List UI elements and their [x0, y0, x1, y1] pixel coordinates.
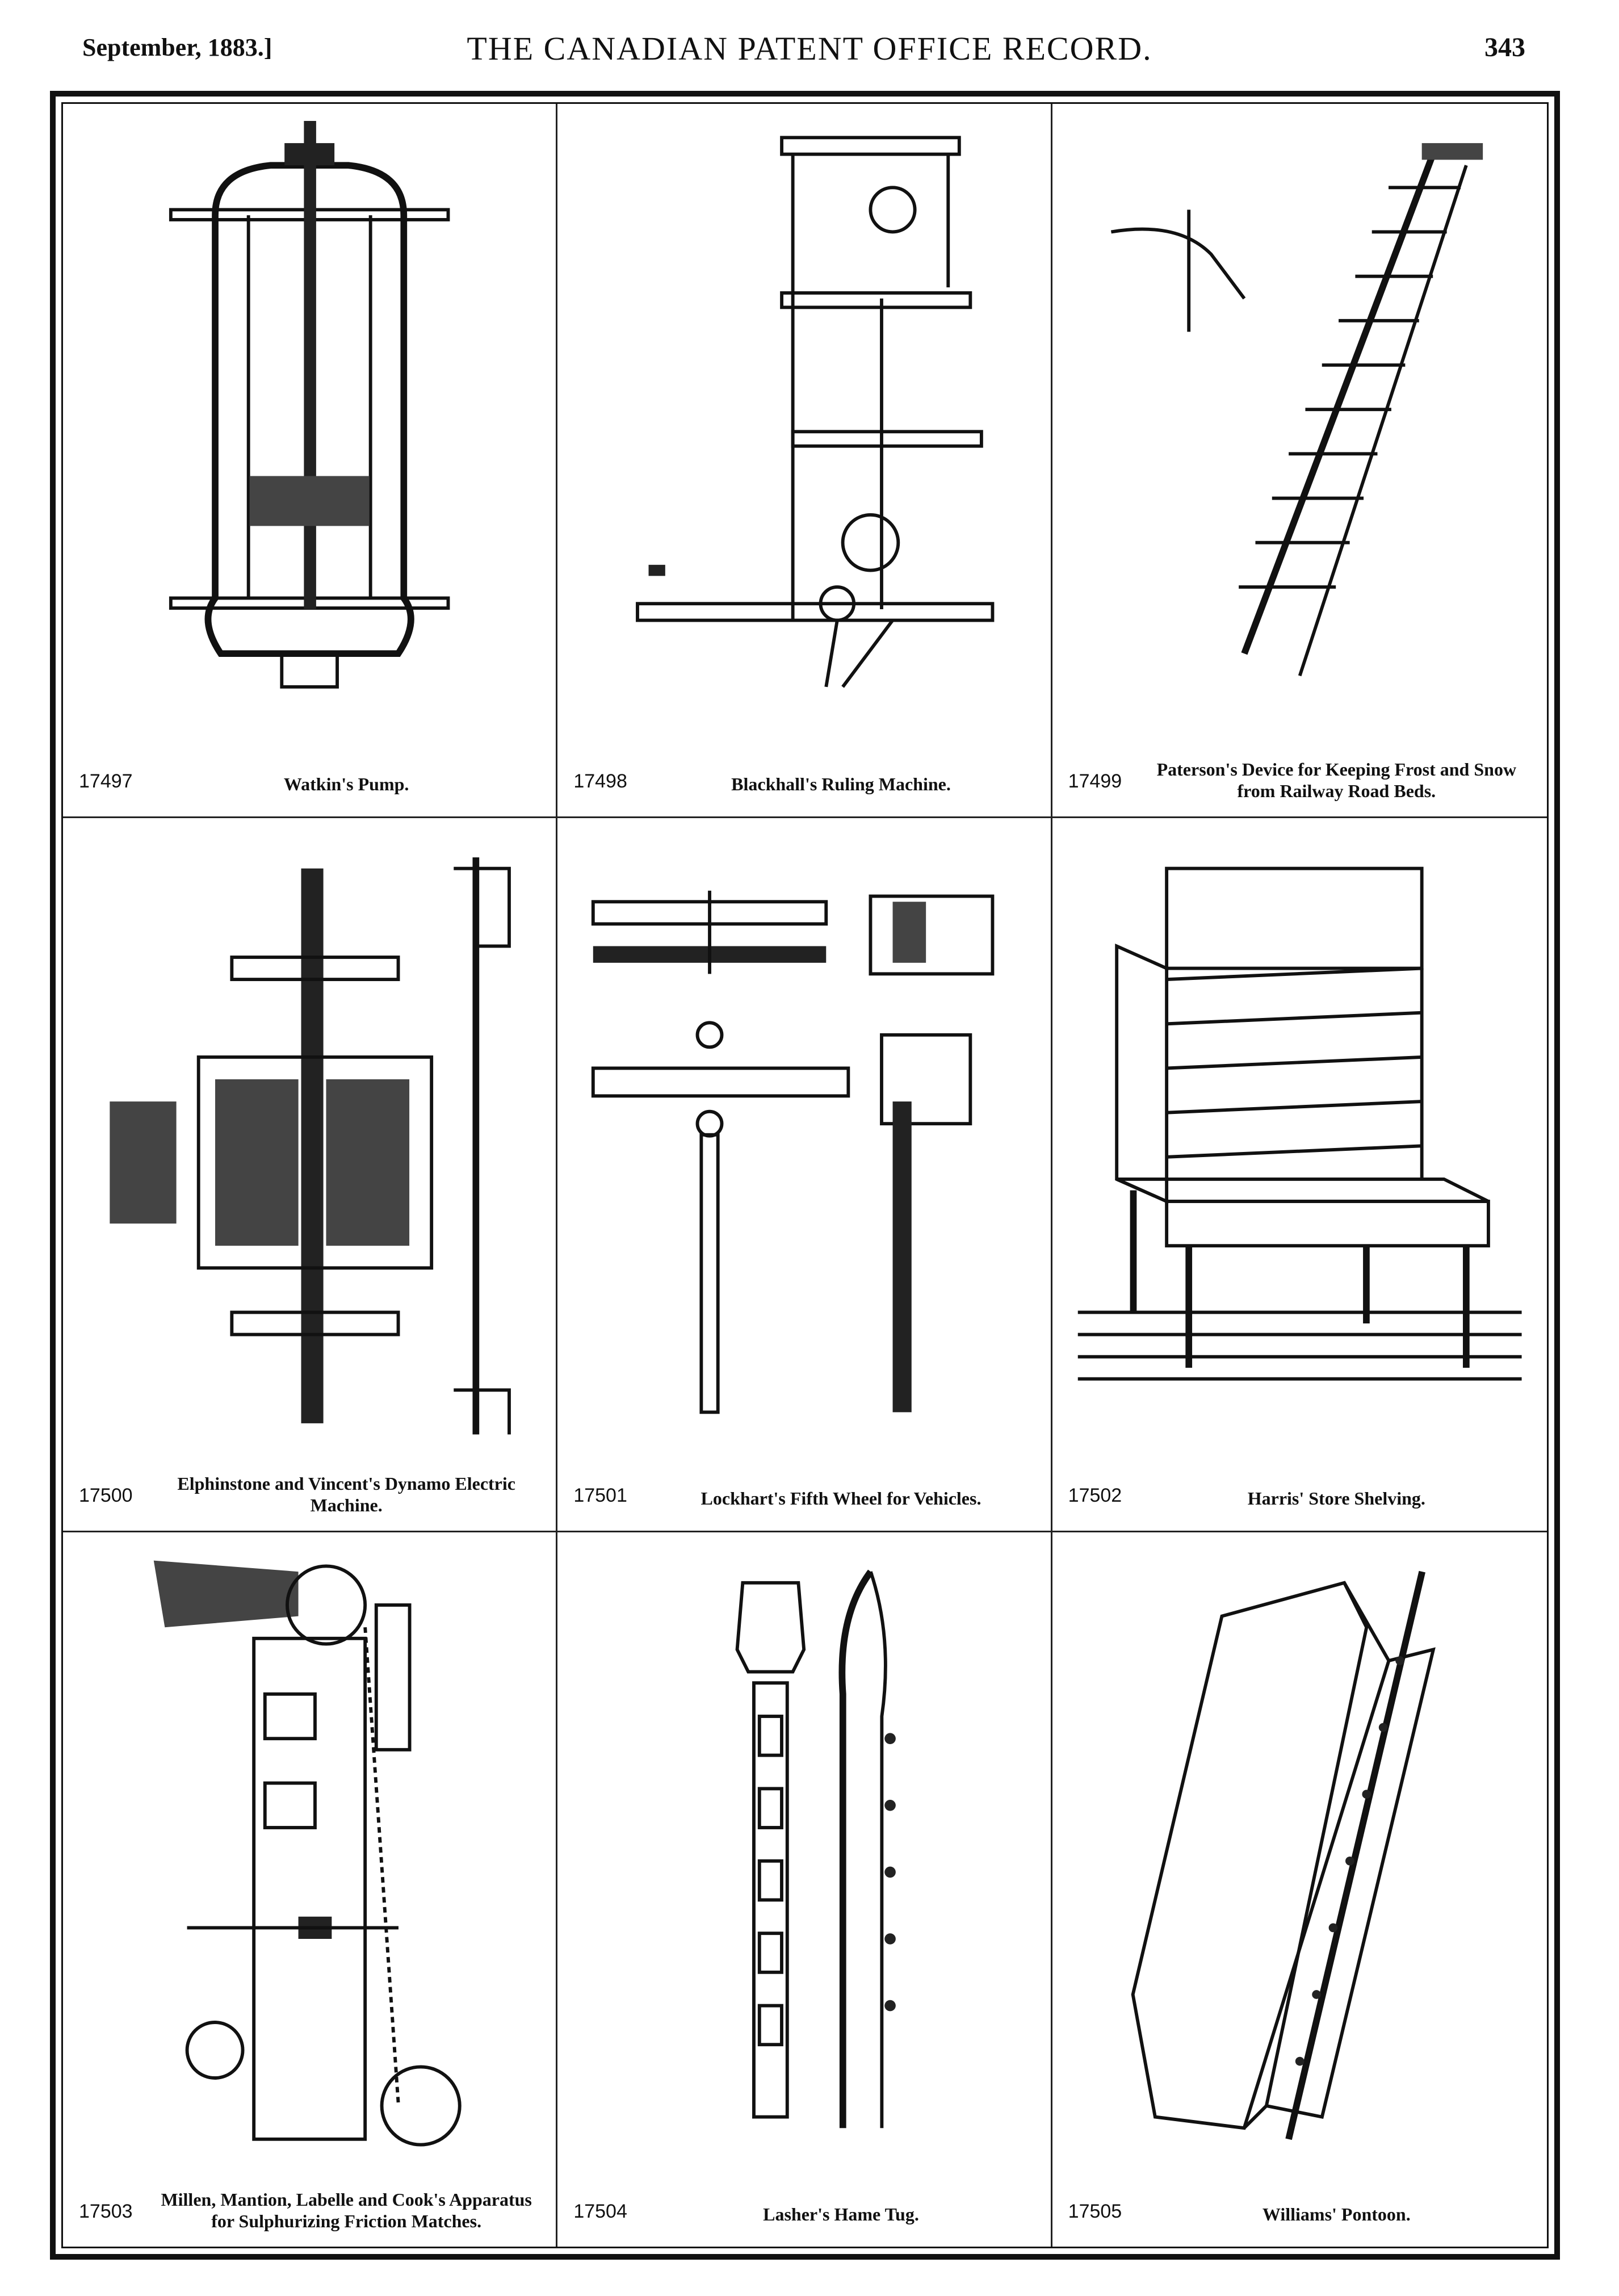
figure-cell-17502: 17502 Harris' Store Shelving.	[1052, 818, 1547, 1532]
figure-grid: 17497 Watkin's Pump.	[63, 104, 1547, 2247]
page-header: September, 1883.] THE CANADIAN PATENT OF…	[0, 0, 1619, 85]
figure-caption: Lasher's Hame Tug.	[763, 2204, 919, 2224]
hame-tug-drawing	[580, 1549, 1027, 2161]
issue-date: September, 1883.]	[82, 33, 272, 61]
patent-number: 17504	[573, 2201, 627, 2222]
figure-cell-17503: 17503 Millen, Mantion, Labelle and Cook'…	[63, 1532, 558, 2247]
patent-number: 17499	[1068, 770, 1122, 792]
pump-drawing	[86, 121, 533, 731]
patent-number: 17503	[79, 2201, 133, 2222]
figure-cell-17504: 17504 Lasher's Hame Tug.	[557, 1532, 1052, 2247]
ruling-machine-drawing	[580, 121, 1027, 731]
figure-cell-17500: 17500 Elphinstone and Vincent's Dynamo E…	[63, 818, 558, 1532]
store-shelving-drawing	[1075, 835, 1524, 1446]
fifth-wheel-drawing	[580, 835, 1027, 1446]
railway-frost-device-drawing	[1075, 121, 1524, 731]
patent-number: 17498	[573, 770, 627, 792]
patent-number: 17500	[79, 1485, 133, 1506]
journal-title: THE CANADIAN PATENT OFFICE RECORD.	[467, 30, 1152, 67]
figure-cell-17505: 17505 Williams' Pontoon.	[1052, 1532, 1547, 2247]
page-number: 343	[1484, 32, 1525, 62]
patent-number: 17497	[79, 770, 133, 792]
figure-cell-17498: 17498 Blackhall's Ruling Machine.	[557, 104, 1052, 818]
figure-cell-17501: 17501 Lockhart's Fifth Wheel for Vehicle…	[557, 818, 1052, 1532]
figure-cell-17499: 17499 Paterson's Device for Keeping Fros…	[1052, 104, 1547, 818]
dynamo-drawing	[86, 835, 533, 1446]
figure-caption: Elphinstone and Vincent's Dynamo Electri…	[177, 1473, 515, 1515]
patent-number: 17505	[1068, 2201, 1122, 2222]
figure-caption: Williams' Pontoon.	[1262, 2204, 1411, 2224]
match-apparatus-drawing	[86, 1549, 533, 2161]
figure-caption: Millen, Mantion, Labelle and Cook's Appa…	[161, 2189, 532, 2231]
plate-inner-border: 17497 Watkin's Pump.	[61, 102, 1549, 2248]
patent-plate: 17497 Watkin's Pump.	[50, 91, 1560, 2260]
figure-caption: Watkin's Pump.	[283, 774, 409, 794]
figure-cell-17497: 17497 Watkin's Pump.	[63, 104, 558, 818]
figure-caption: Harris' Store Shelving.	[1247, 1488, 1425, 1509]
patent-number: 17502	[1068, 1485, 1122, 1506]
pontoon-drawing	[1075, 1549, 1524, 2161]
patent-number: 17501	[573, 1485, 627, 1506]
figure-caption: Lockhart's Fifth Wheel for Vehicles.	[701, 1488, 982, 1509]
figure-caption: Blackhall's Ruling Machine.	[731, 774, 951, 794]
figure-caption: Paterson's Device for Keeping Frost and …	[1156, 759, 1517, 801]
